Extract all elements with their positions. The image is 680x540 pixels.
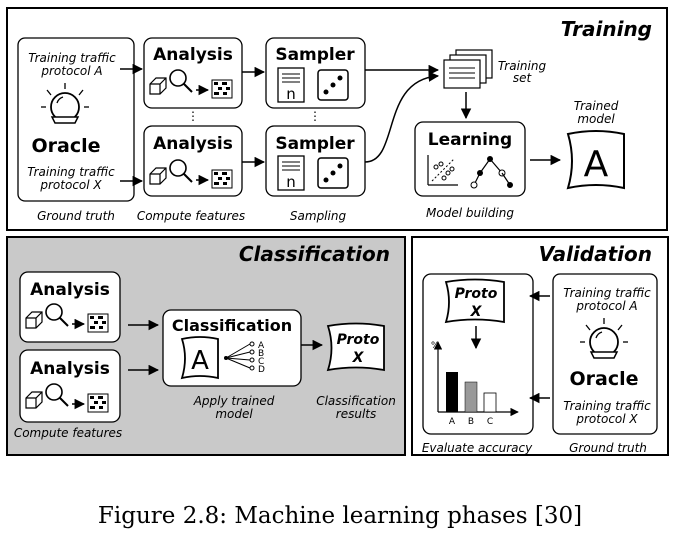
trained-model-label-2: model	[577, 112, 615, 126]
results-caption-2: results	[336, 407, 376, 421]
classification-panel: Classification Analysis Analysis Compute…	[6, 236, 406, 456]
accuracy-bar-a	[446, 372, 458, 412]
validation-panel: Validation Proto X % A B C Evaluate accu…	[411, 236, 669, 456]
training-set-icon	[443, 49, 493, 89]
class-output-c: C	[258, 357, 264, 367]
accuracy-label-a: A	[449, 417, 456, 427]
validation-proto: Proto	[455, 286, 498, 302]
sampler-title-2: Sampler	[275, 134, 355, 154]
accuracy-percent-label: %	[431, 341, 440, 351]
accuracy-bar-b	[464, 381, 478, 413]
analysis-dots: ⋮	[187, 109, 199, 123]
class-output-b: B	[258, 349, 264, 359]
sampler-glyph-1: n	[286, 85, 296, 103]
result-proto: Proto	[337, 332, 380, 348]
accuracy-label-b: B	[468, 417, 474, 427]
sampler-glyph-2: n	[286, 173, 296, 191]
oracle-label: Oracle	[31, 135, 100, 157]
training-set-label-1: Training	[498, 59, 547, 73]
sampler-dots: ⋮	[309, 109, 321, 123]
sampling-caption: Sampling	[290, 209, 347, 223]
traffic-a-label-2: protocol A	[40, 64, 102, 78]
val-traffic-x-label-1: Training traffic	[563, 399, 651, 413]
trained-model-scroll	[566, 130, 625, 190]
analysis-title-2: Analysis	[153, 134, 233, 154]
compute-features-caption: Compute features	[137, 209, 245, 223]
class-compute-features-caption: Compute features	[14, 426, 122, 440]
training-set-label-2: set	[513, 71, 533, 85]
accuracy-label-c: C	[487, 417, 493, 427]
training-panel: Training Training traffic protocol A Ora…	[6, 7, 668, 231]
feature-extraction-icon	[149, 159, 233, 189]
apply-model-caption-1: Apply trained	[193, 394, 275, 408]
sampler-title-1: Sampler	[275, 45, 355, 65]
validation-title: Validation	[539, 242, 652, 266]
decision-tree-icon	[470, 156, 513, 189]
traffic-x-label-1: Training traffic	[27, 165, 115, 179]
classifier-title: Classification	[172, 316, 292, 335]
class-output-a: A	[258, 341, 265, 351]
figure-caption: Figure 2.8: Machine learning phases [30]	[97, 503, 583, 529]
class-output-d: D	[258, 365, 265, 375]
training-title: Training	[561, 17, 652, 41]
val-oracle-label: Oracle	[569, 368, 638, 390]
classifier-model-letter: A	[191, 346, 209, 376]
result-scroll	[326, 322, 385, 372]
val-traffic-x-label-2: protocol X	[575, 412, 638, 426]
class-branches-icon	[224, 341, 255, 371]
result-x: X	[352, 350, 365, 366]
ground-truth-caption: Ground truth	[37, 209, 115, 223]
dice-icon	[317, 69, 349, 101]
ml-phases-diagram: Training Training traffic protocol A Ora…	[6, 7, 669, 456]
dice-icon	[317, 157, 349, 189]
model-building-caption: Model building	[426, 206, 514, 220]
val-traffic-a-label-1: Training traffic	[563, 286, 651, 300]
feature-extraction-icon	[25, 303, 109, 333]
classifier-model-scroll	[180, 336, 219, 380]
val-traffic-a-label-2: protocol A	[575, 299, 637, 313]
traffic-a-label-1: Training traffic	[28, 51, 116, 65]
scatter-plot-icon	[427, 155, 458, 186]
analysis-title-1: Analysis	[153, 45, 233, 65]
validation-x: X	[470, 304, 483, 320]
apply-model-caption-2: model	[215, 407, 253, 421]
sample-list-icon	[277, 155, 305, 191]
arrow-sampler2-to-set	[364, 71, 440, 163]
traffic-x-label-2: protocol X	[39, 178, 102, 192]
results-caption-1: Classification	[316, 394, 396, 408]
crystal-ball-icon	[41, 83, 89, 124]
class-analysis-title-2: Analysis	[30, 359, 110, 379]
crystal-ball-icon	[580, 318, 628, 359]
learning-title: Learning	[428, 130, 512, 150]
trained-model-letter: A	[584, 144, 609, 185]
trained-model-label-1: Trained	[574, 99, 619, 113]
evaluate-accuracy-caption: Evaluate accuracy	[422, 441, 533, 455]
classification-title: Classification	[239, 242, 390, 266]
validation-proto-scroll	[444, 278, 505, 324]
class-analysis-title-1: Analysis	[30, 280, 110, 300]
val-ground-truth-caption: Ground truth	[569, 441, 647, 455]
feature-extraction-icon	[25, 383, 109, 413]
sample-list-icon	[277, 67, 305, 103]
feature-extraction-icon	[149, 69, 233, 99]
accuracy-bar-c	[483, 392, 497, 413]
